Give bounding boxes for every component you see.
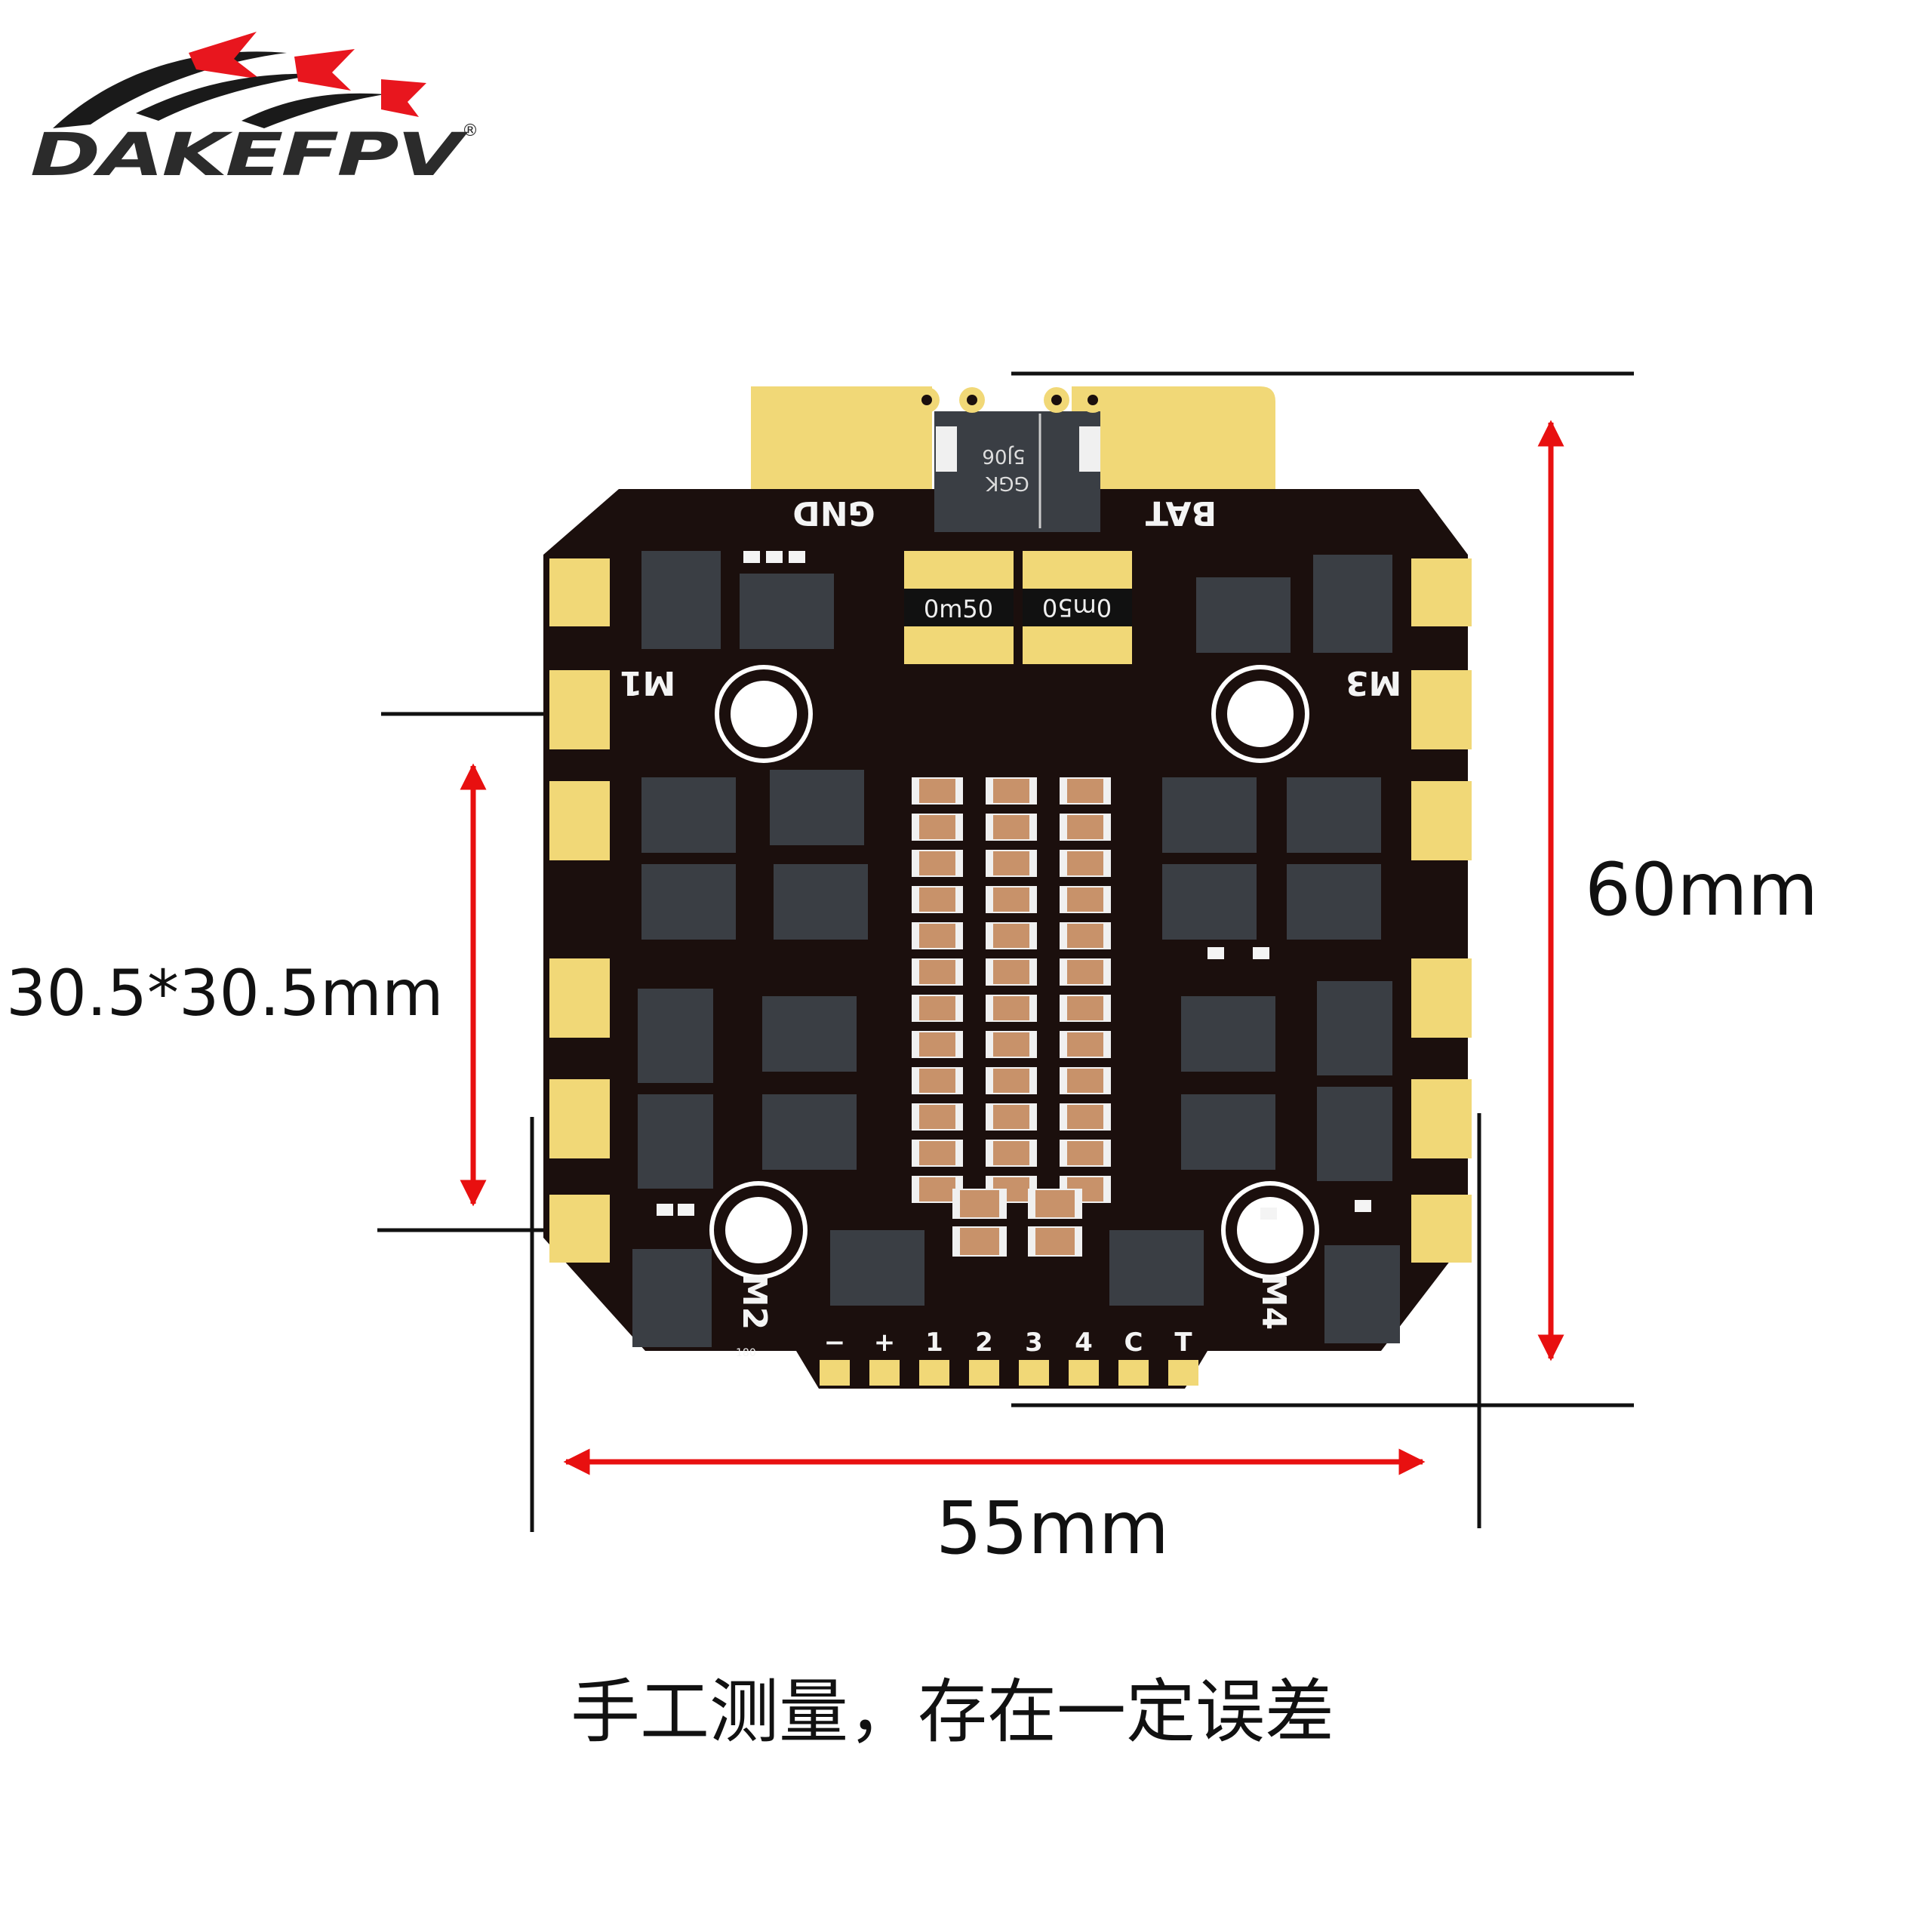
capacitor-body [993,960,1029,984]
motor-pads [549,558,1472,1263]
pin-label-c: C [1124,1327,1143,1358]
capacitor-body [919,779,955,803]
capacitor-body [993,1069,1029,1093]
mount-hole-bottom-left [709,1181,808,1279]
logo-wing-icon [53,32,426,128]
diode-marking-bottom: GGK [985,472,1029,494]
capacitor-body [919,815,955,839]
capacitor-body [993,888,1029,912]
capacitor-body [993,779,1029,803]
capacitor-body [1067,924,1103,948]
small-components [657,551,1371,1220]
dakefpv-logo: DAKEFPV ® [30,32,478,189]
bat-label: BAT [1146,494,1217,532]
capacitor-body [1067,1141,1103,1165]
capacitor-body [993,1105,1029,1129]
capacitor-body [1035,1228,1075,1255]
mount-hole-top-left [715,665,813,763]
mount-hole-bottom-right [1221,1181,1319,1279]
capacitor-body [1067,1032,1103,1057]
gnd-label: GND [792,494,875,532]
mounting-holes [709,665,1319,1279]
diode-component: 5J06 GGK [934,411,1100,532]
capacitor-body [960,1190,999,1217]
capacitor-array [912,777,1111,1257]
signal-pin-pads [820,1360,1198,1386]
logo-registered-mark: ® [462,122,478,140]
pin-label-2: 2 [975,1327,993,1358]
capacitor-body [993,1141,1029,1165]
shunt-resistor-1-marking: 0m50 [924,595,993,623]
capacitor-body [919,1141,955,1165]
capacitor-body [919,1032,955,1057]
m1-label: M1 [620,663,675,702]
capacitor-body [1067,779,1103,803]
capacitor-body [1067,851,1103,875]
pin-label-3: 3 [1025,1327,1043,1358]
capacitor-body [919,1105,955,1129]
capacitor-body [1067,815,1103,839]
capacitor-body [919,888,955,912]
capacitor-body [960,1228,999,1255]
esc-board: 5J06 GGK GND BAT 0m50 0m50 [543,386,1472,1389]
capacitor-body [993,851,1029,875]
shunt-resistors: 0m50 0m50 [904,551,1132,664]
mount-hole-top-right [1211,665,1309,763]
gnd-tab [751,386,932,498]
diode-marking-top: 5J06 [982,445,1025,467]
capacitor-body [919,1177,955,1201]
small-part-marking: 180 [736,1347,756,1359]
signal-pin-labels: − + 1 2 3 4 C T [824,1327,1193,1358]
capacitor-body [919,924,955,948]
capacitor-body [1067,1105,1103,1129]
capacitor-body [919,960,955,984]
capacitor-body [919,851,955,875]
mosfet-chips [632,551,1400,1347]
capacitor-body [919,996,955,1020]
capacitor-body [993,924,1029,948]
pin-label-minus: − [824,1327,846,1358]
mount-spacing-label: 30.5*30.5mm [6,956,444,1030]
capacitor-body [1067,1069,1103,1093]
pin-label-t: T [1174,1327,1192,1358]
capacitor-body [919,1069,955,1093]
capacitor-body [993,1032,1029,1057]
logo-wordmark: DAKEFPV [30,122,469,189]
capacitor-body [1067,996,1103,1020]
height-label: 60mm [1585,848,1818,932]
capacitor-body [993,815,1029,839]
capacitor-body [1035,1190,1075,1217]
m3-label: M3 [1346,663,1401,702]
pin-label-plus: + [874,1327,896,1358]
width-label: 55mm [936,1486,1169,1571]
bat-tab [1072,386,1275,498]
measurement-note: 手工测量，存在一定误差 [571,1672,1334,1752]
pin-label-1: 1 [925,1327,943,1358]
capacitor-body [993,996,1029,1020]
capacitor-body [1067,960,1103,984]
capacitor-body [1067,888,1103,912]
shunt-resistor-2-marking: 0m50 [1042,593,1112,622]
dimension-arrows [460,420,1564,1475]
m4-label: M4 [1254,1274,1293,1330]
m2-label: M2 [735,1274,774,1330]
pin-label-4: 4 [1075,1327,1093,1358]
